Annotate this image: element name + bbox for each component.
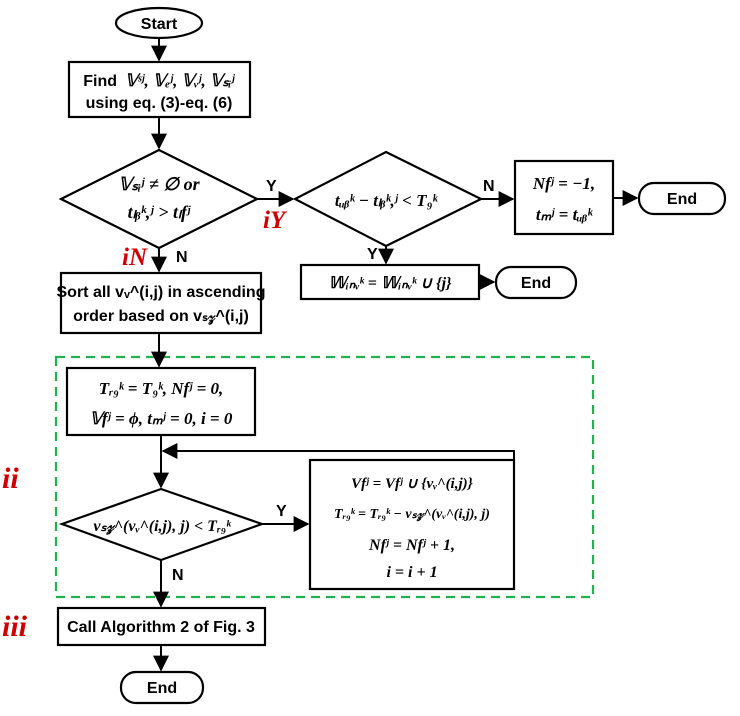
d3-no-label: N xyxy=(172,567,184,584)
set-nf-line2: tₘʲ = tᵤᵦᵏ xyxy=(536,205,593,224)
decision3-diamond: vₛ𝓏^(vᵥ^(i,j), j) < Tᵣ₉ᵏ xyxy=(58,487,266,562)
end-top-node: End xyxy=(637,181,727,216)
start-node: Start xyxy=(114,6,204,40)
sort-line1: Sort all vᵥ^(i,j) in ascending xyxy=(57,284,266,301)
decision2-text: tᵤᵦᵏ − tₗᵦᵏ,ʲ < T₉ᵏ xyxy=(335,191,439,210)
d2-yes-label: Y xyxy=(367,246,378,263)
init-box: Tᵣ₉ᵏ = T₉ᵏ, Nfʲ = 0, 𝕍fʲ = ϕ, tₘʲ = 0, i… xyxy=(65,366,257,437)
tag-i-n: iN xyxy=(122,244,148,271)
decision1-line2: tₗᵦᵏ,ʲ > tₗfʲ xyxy=(128,202,191,222)
find-line2: using eq. (3)-eq. (6) xyxy=(86,95,233,112)
call-box: Call Algorithm 2 of Fig. 3 xyxy=(56,606,267,647)
start-label: Start xyxy=(141,16,178,33)
end-bottom-label: End xyxy=(147,680,177,697)
tag-ii: ii xyxy=(2,462,19,495)
update-box: Vfʲ = Vfʲ ∪ {vᵥ^(i,j)} Tᵣ₉ᵏ = Tᵣ₉ᵏ − vₛ𝓏… xyxy=(308,458,516,591)
winv-text: 𝕎ᵢₙᵥᵏ = 𝕎ᵢₙᵥᵏ ∪ {j} xyxy=(328,275,452,292)
update-line2: Tᵣ₉ᵏ = Tᵣ₉ᵏ − vₛ𝓏^(vᵥ^(i,j), j) xyxy=(334,507,490,522)
update-line4: i = i + 1 xyxy=(386,564,437,581)
update-line3: Nfʲ = Nfʲ + 1, xyxy=(368,537,455,554)
find-box: Find 𝕍ˢʲ, 𝕍ₑʲ, 𝕍ᵥʲ, 𝕍ₛᵢʲ using eq. (3)-e… xyxy=(67,60,252,119)
tag-iii: iii xyxy=(2,610,28,643)
sort-box: Sort all vᵥ^(i,j) in ascending order bas… xyxy=(57,271,266,335)
end-top-label: End xyxy=(667,191,697,208)
winv-box: 𝕎ᵢₙᵥᵏ = 𝕎ᵢₙᵥᵏ ∪ {j} xyxy=(299,263,481,301)
init-line2: 𝕍fʲ = ϕ, tₘʲ = 0, i = 0 xyxy=(90,409,233,428)
sort-line2: order based on vₛ𝓏^(i,j) xyxy=(73,308,249,326)
find-line1: Find 𝕍ˢʲ, 𝕍ₑʲ, 𝕍ᵥʲ, 𝕍ₛᵢʲ xyxy=(83,71,235,90)
decision3-text: vₛ𝓏^(vᵥ^(i,j), j) < Tᵣ₉ᵏ xyxy=(93,518,232,535)
d2-no-label: N xyxy=(483,178,495,195)
set-nf-line1: Nfʲ = −1, xyxy=(532,174,595,193)
decision1-diamond: 𝕍ₛᵢʲ ≠ ∅ or tₗᵦᵏ,ʲ > tₗfʲ xyxy=(58,148,260,250)
end-mid-node: End xyxy=(494,265,578,300)
decision1-line1: 𝕍ₛᵢʲ ≠ ∅ or xyxy=(118,174,200,194)
tag-i-y: iY xyxy=(263,207,288,234)
init-line1: Tᵣ₉ᵏ = T₉ᵏ, Nfʲ = 0, xyxy=(99,379,224,398)
loop-group-border xyxy=(54,355,595,599)
d3-yes-label: Y xyxy=(276,503,287,520)
set-nf-box: Nfʲ = −1, tₘʲ = tᵤᵦᵏ xyxy=(513,159,615,236)
call-text: Call Algorithm 2 of Fig. 3 xyxy=(67,619,255,636)
d1-no-label: N xyxy=(176,249,188,266)
end-mid-label: End xyxy=(521,275,551,292)
decision2-diamond: tᵤᵦᵏ − tₗᵦᵏ,ʲ < T₉ᵏ xyxy=(292,150,484,248)
update-line1: Vfʲ = Vfʲ ∪ {vᵥ^(i,j)} xyxy=(351,476,474,492)
d1-yes-label: Y xyxy=(266,178,277,195)
end-bottom-node: End xyxy=(119,670,205,705)
